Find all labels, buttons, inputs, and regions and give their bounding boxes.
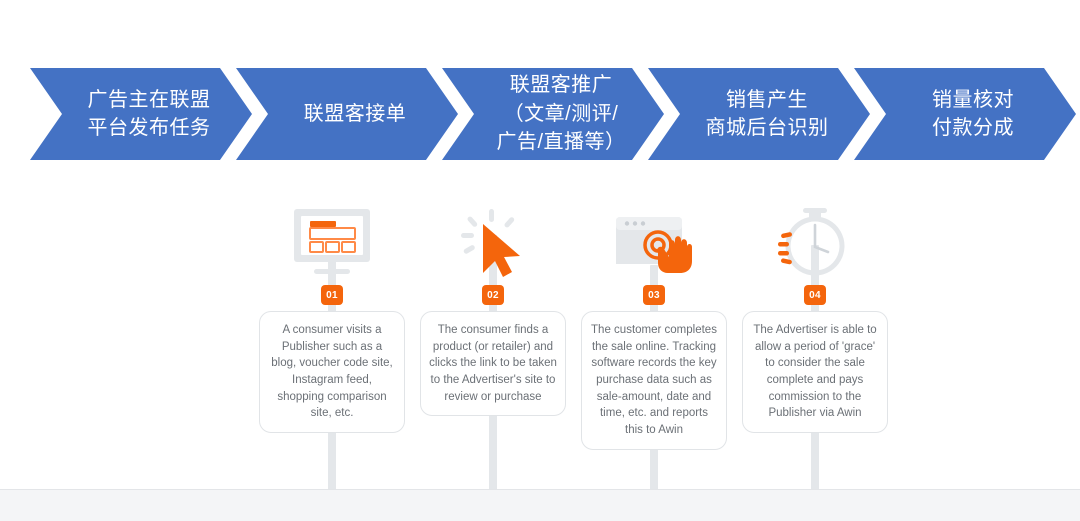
journey-badge-04: 04: [804, 285, 826, 305]
journey-badge-02: 02: [482, 285, 504, 305]
journey-card-03: The customer completes the sale online. …: [581, 311, 727, 450]
journey-card-01: A consumer visits a Publisher such as a …: [259, 311, 405, 434]
journey-card-02-text: The consumer finds a product (or retaile…: [429, 324, 557, 403]
chevron-step-4[interactable]: 销售产生 商城后台识别: [648, 68, 870, 160]
chevron-step-1-label: 广告主在联盟 平台发布任务: [87, 88, 211, 139]
journey-step-04: 04 The Advertiser is able to allow a per…: [735, 205, 895, 495]
stopwatch-icon: [735, 205, 895, 283]
chevron-step-2[interactable]: 联盟客接单: [236, 68, 458, 160]
journey-card-01-text: A consumer visits a Publisher such as a …: [271, 324, 393, 420]
journey-card-04-text: The Advertiser is able to allow a period…: [753, 324, 877, 420]
journey-step-03: 03 The customer completes the sale onlin…: [574, 205, 734, 495]
chevron-step-5[interactable]: 销量核对 付款分成: [854, 68, 1076, 160]
journey-card-02: The consumer finds a product (or retaile…: [420, 311, 566, 417]
chevron-step-3-label: 联盟客推广 （文章/测评/ 广告/直播等）: [496, 74, 626, 154]
process-chevron-band: 广告主在联盟 平台发布任务 联盟客接单 联盟客推广 （文章/测评/ 广告/直播等…: [0, 68, 1080, 160]
desktop-monitor-webpage-icon: [252, 205, 412, 283]
journey-badge-01: 01: [321, 285, 343, 305]
ground-strip: [0, 489, 1080, 521]
chevron-step-5-label: 销量核对 付款分成: [932, 88, 1014, 139]
journey-card-04: The Advertiser is able to allow a period…: [742, 311, 888, 434]
journey-badge-01-label: 01: [326, 289, 338, 301]
journey-step-01: 01 A consumer visits a Publisher such as…: [252, 205, 412, 495]
journey-badge-03-label: 03: [648, 289, 660, 301]
customer-journey-steps: 01 A consumer visits a Publisher such as…: [252, 205, 892, 495]
chevron-step-1[interactable]: 广告主在联盟 平台发布任务: [30, 68, 252, 160]
click-cursor-icon: [413, 205, 573, 283]
journey-step-02: 02 The consumer finds a product (or reta…: [413, 205, 573, 495]
chevron-step-2-label: 联盟客接单: [303, 102, 407, 125]
journey-card-03-text: The customer completes the sale online. …: [591, 324, 717, 437]
journey-badge-03: 03: [643, 285, 665, 305]
chevron-step-3[interactable]: 联盟客推广 （文章/测评/ 广告/直播等）: [442, 68, 664, 160]
browser-hand-tap-icon: [574, 205, 734, 283]
journey-badge-02-label: 02: [487, 289, 499, 301]
journey-badge-04-label: 04: [809, 289, 821, 301]
chevron-step-4-label: 销售产生 商城后台识别: [705, 88, 829, 139]
